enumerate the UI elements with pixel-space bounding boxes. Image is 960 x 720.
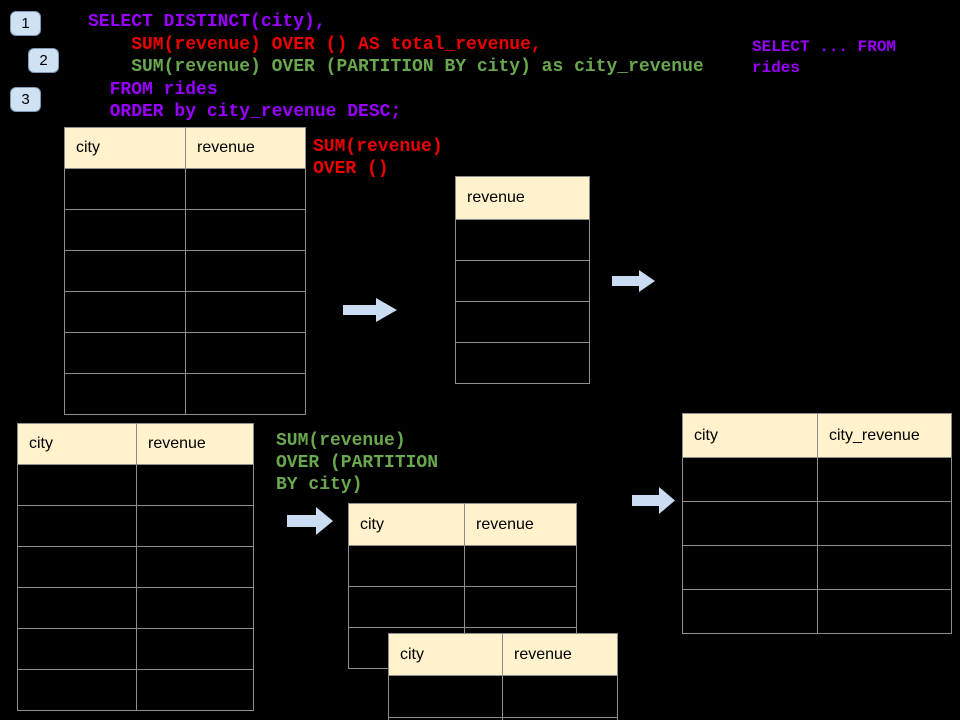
empty-cell [65,333,185,373]
code-line: SUM(revenue) [276,431,406,451]
empty-cell [818,546,951,589]
empty-cell [65,251,185,291]
column-header: city [389,634,502,675]
empty-cell [503,718,617,720]
arrow-right-icon [632,487,675,514]
code-line: SUM(revenue) OVER () AS total_revenue, [88,34,542,55]
empty-cell [389,718,502,720]
empty-cell [18,629,136,669]
empty-cell [683,458,817,501]
empty-cell [18,465,136,505]
empty-cell [18,547,136,587]
empty-cell [683,502,817,545]
total-revenue-result-table: revenue [455,176,590,384]
column-header: revenue [186,128,305,168]
total-revenue-step-label: SUM(revenue)OVER () [313,136,443,180]
empty-cell [186,169,305,209]
empty-cell [818,458,951,501]
empty-cell [186,374,305,414]
sql-context-code: SELECT ... FROM rides [752,37,896,79]
sql-query-code: SELECT DISTINCT(city), SUM(revenue) OVER… [88,11,704,124]
empty-cell [137,465,253,505]
empty-cell [465,546,576,586]
empty-cell [465,587,576,627]
column-header: revenue [465,504,576,545]
empty-cell [186,210,305,250]
column-header: city [349,504,464,545]
code-line: rides [752,59,801,77]
empty-cell [349,587,464,627]
empty-cell [65,169,185,209]
column-header: city [18,424,136,464]
empty-cell [137,588,253,628]
empty-cell [683,590,817,633]
empty-cell [456,302,589,342]
column-header: city [683,414,817,457]
empty-cell [137,547,253,587]
step-badge-1: 1 [10,11,41,36]
step-badge-2: 2 [28,48,59,73]
code-line: BY city) [276,475,363,495]
empty-cell [65,292,185,332]
empty-cell [186,333,305,373]
code-line: OVER () [313,159,389,179]
empty-cell [18,670,136,710]
code-line: SELECT ... FROM [752,38,897,56]
empty-cell [137,506,253,546]
empty-cell [683,546,817,589]
arrow-right-icon [343,298,397,322]
empty-cell [818,590,951,633]
empty-cell [456,220,589,260]
code-line: FROM rides [88,79,218,100]
column-header: revenue [503,634,617,675]
column-header: revenue [137,424,253,464]
empty-cell [137,670,253,710]
empty-cell [65,374,185,414]
arrow-right-icon [612,270,655,292]
code-line: SUM(revenue) OVER (PARTITION BY city) as… [88,57,704,77]
empty-cell [389,676,502,717]
column-header: revenue [456,177,589,219]
empty-cell [18,506,136,546]
column-header: city [65,128,185,168]
empty-cell [137,629,253,669]
empty-cell [349,546,464,586]
column-header: city_revenue [818,414,951,457]
empty-cell [818,502,951,545]
empty-cell [456,343,589,383]
arrow-right-icon [287,507,333,535]
empty-cell [503,676,617,717]
code-line: SUM(revenue) [313,137,443,157]
code-line: ORDER by city_revenue DESC; [88,102,402,122]
empty-cell [18,588,136,628]
empty-cell [186,251,305,291]
code-line: SELECT DISTINCT(city), [88,12,326,32]
code-line: OVER (PARTITION [276,453,439,473]
empty-cell [456,261,589,301]
empty-cell [65,210,185,250]
step-badge-3: 3 [10,87,41,112]
empty-cell [186,292,305,332]
